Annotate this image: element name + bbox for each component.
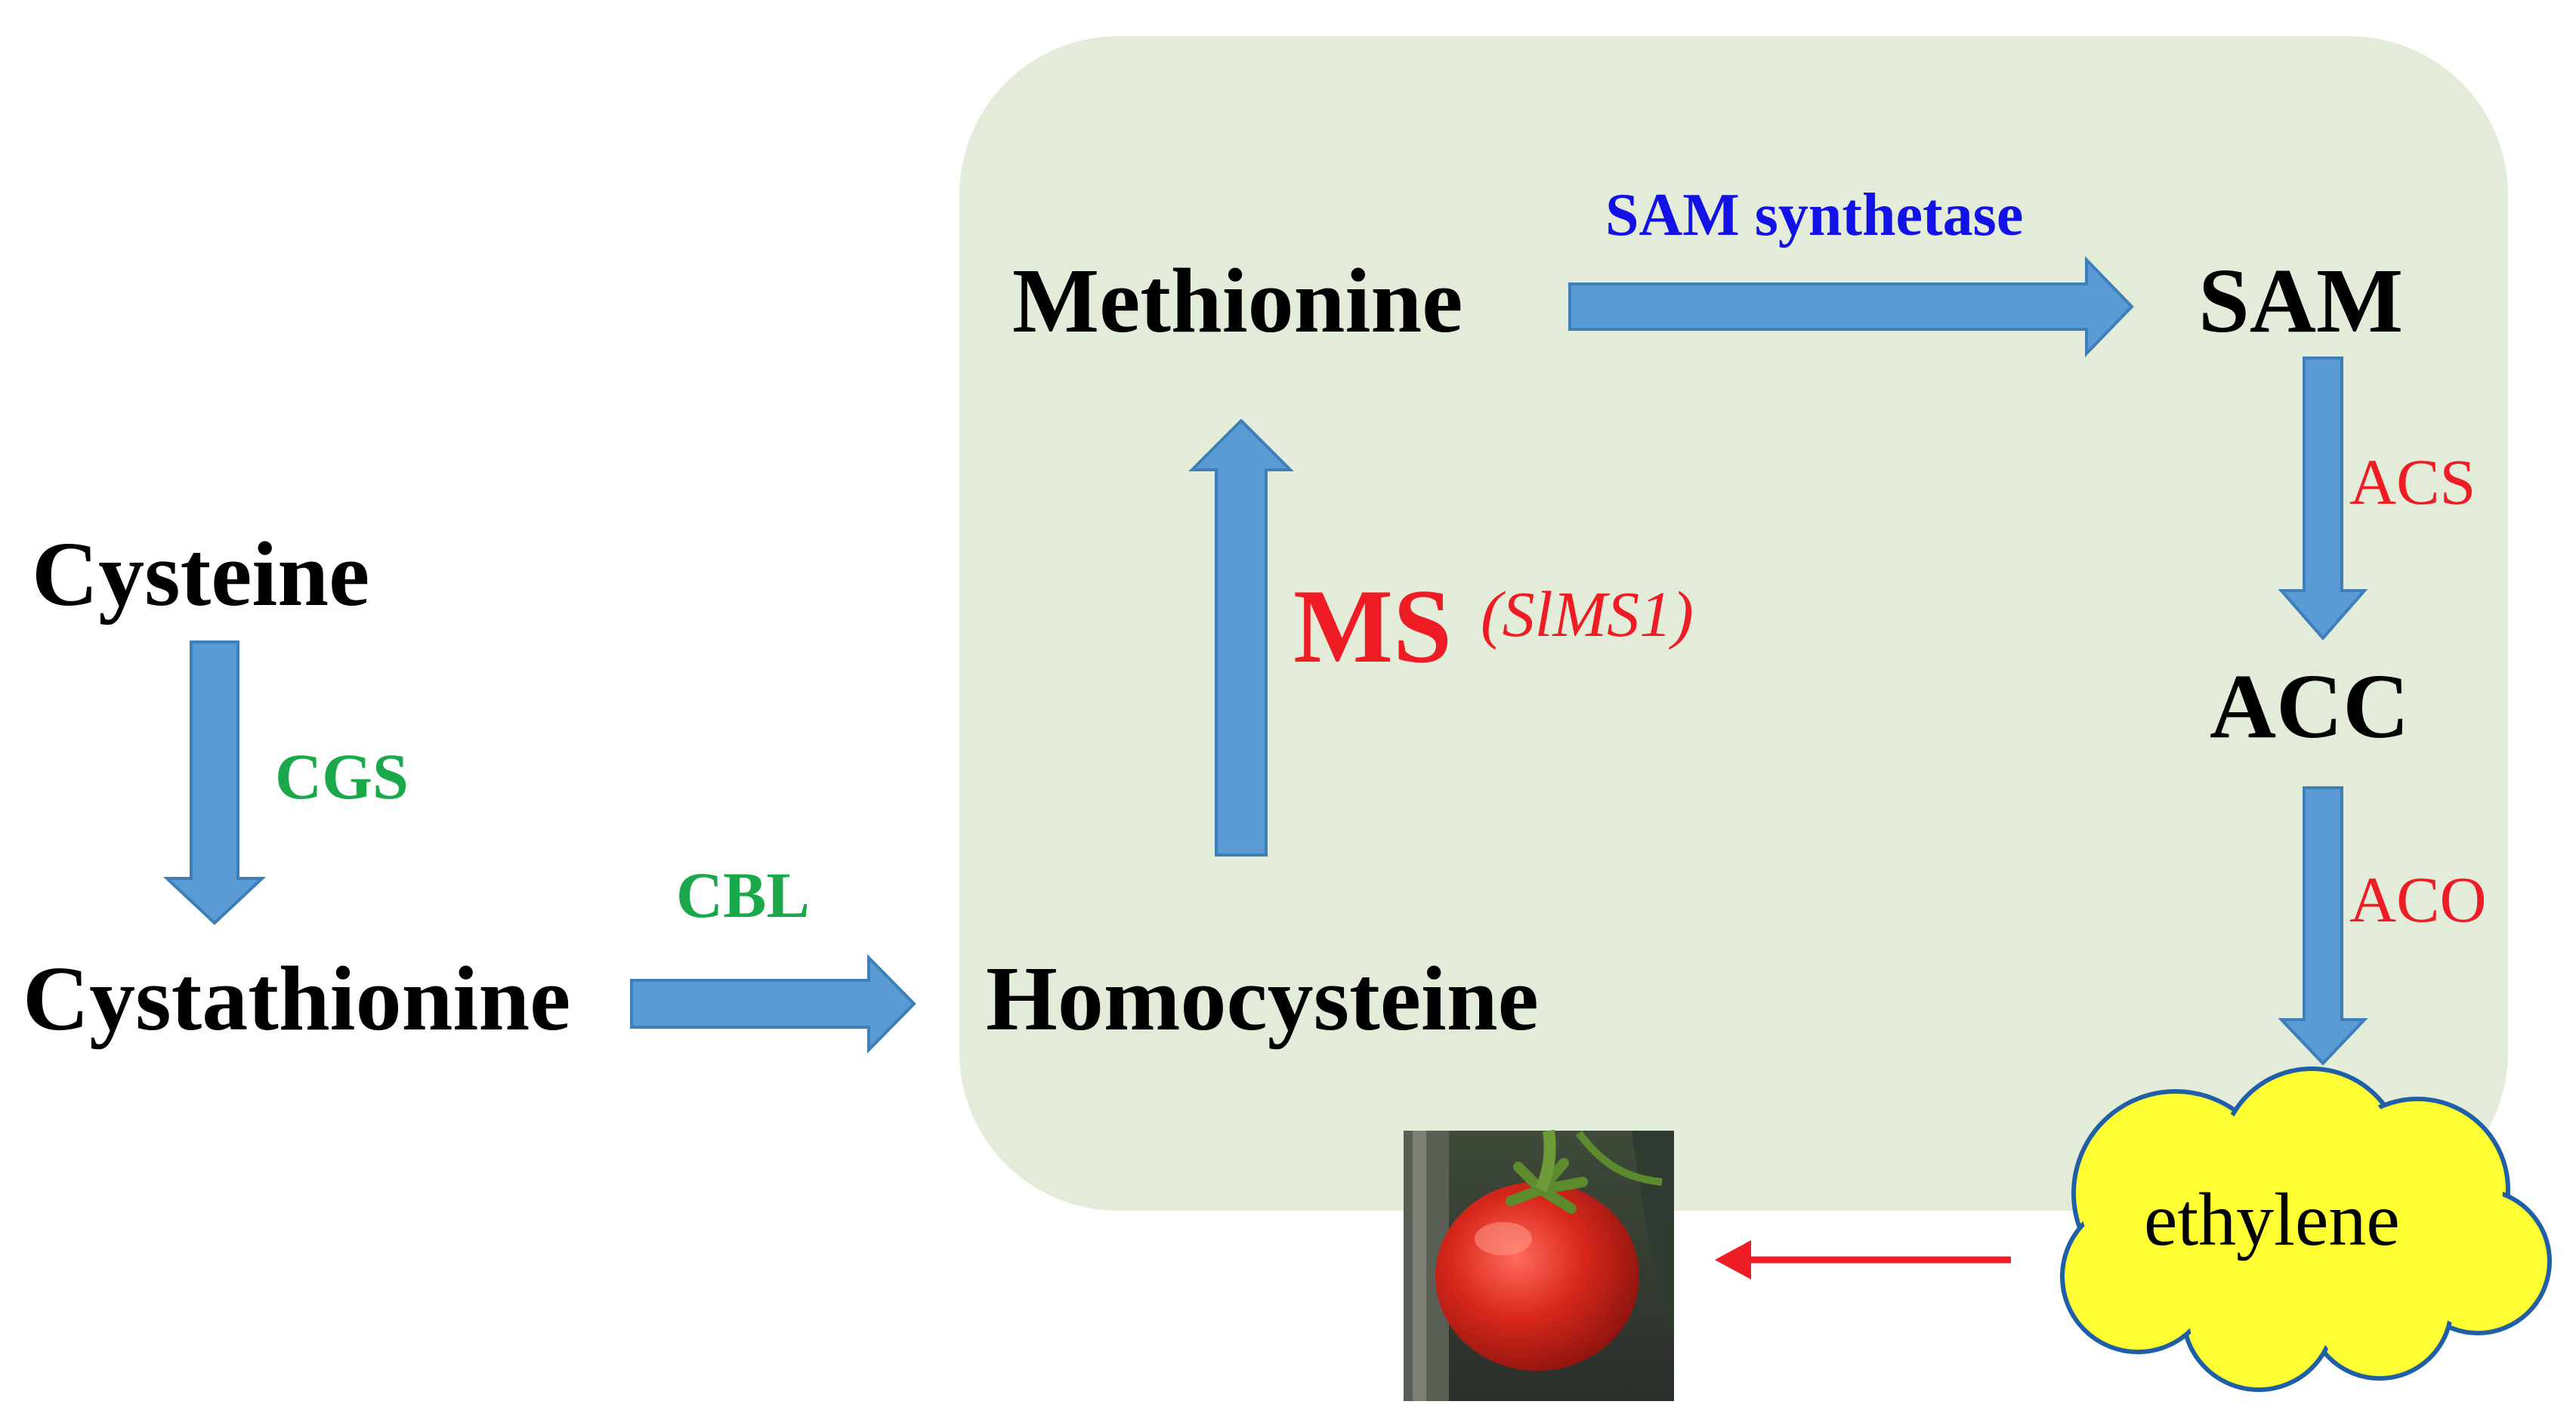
enzyme-sam-synthetase-label: SAM synthetase	[1605, 182, 2024, 248]
ethylene-cloud	[2060, 1066, 2552, 1392]
arrow-homocysteine-to-methionine	[1188, 418, 1294, 857]
metabolite-ethylene: ethylene	[2144, 1178, 2400, 1261]
enzyme-cgs-label: CGS	[275, 740, 409, 813]
arrow-sam-to-acc	[2278, 356, 2368, 641]
metabolite-homocysteine: Homocysteine	[986, 948, 1539, 1050]
enzyme-ms-gene-label: (SlMS1)	[1481, 578, 1694, 650]
enzyme-acs-label: ACS	[2349, 446, 2476, 518]
arrow-methionine-to-sam	[1568, 256, 2134, 357]
metabolite-cysteine: Cysteine	[32, 523, 370, 625]
enzyme-ms-label: MS	[1293, 568, 1452, 685]
arrow-cysteine-to-cystathionine	[162, 640, 267, 925]
metabolite-methionine: Methionine	[1012, 250, 1463, 352]
pathway-box	[959, 36, 2508, 1211]
enzyme-cbl-label: CBL	[676, 859, 810, 931]
enzyme-aco-label: ACO	[2349, 863, 2487, 936]
arrow-cystathionine-to-homocysteine	[630, 954, 916, 1054]
tomato-photo	[1404, 1129, 1674, 1401]
arrow-acc-to-ethylene	[2278, 786, 2368, 1066]
metabolite-acc: ACC	[2210, 656, 2410, 758]
metabolite-cystathionine: Cystathionine	[23, 948, 571, 1050]
metabolite-sam: SAM	[2198, 250, 2404, 352]
arrow-ethylene-to-tomato	[1715, 1240, 2011, 1279]
